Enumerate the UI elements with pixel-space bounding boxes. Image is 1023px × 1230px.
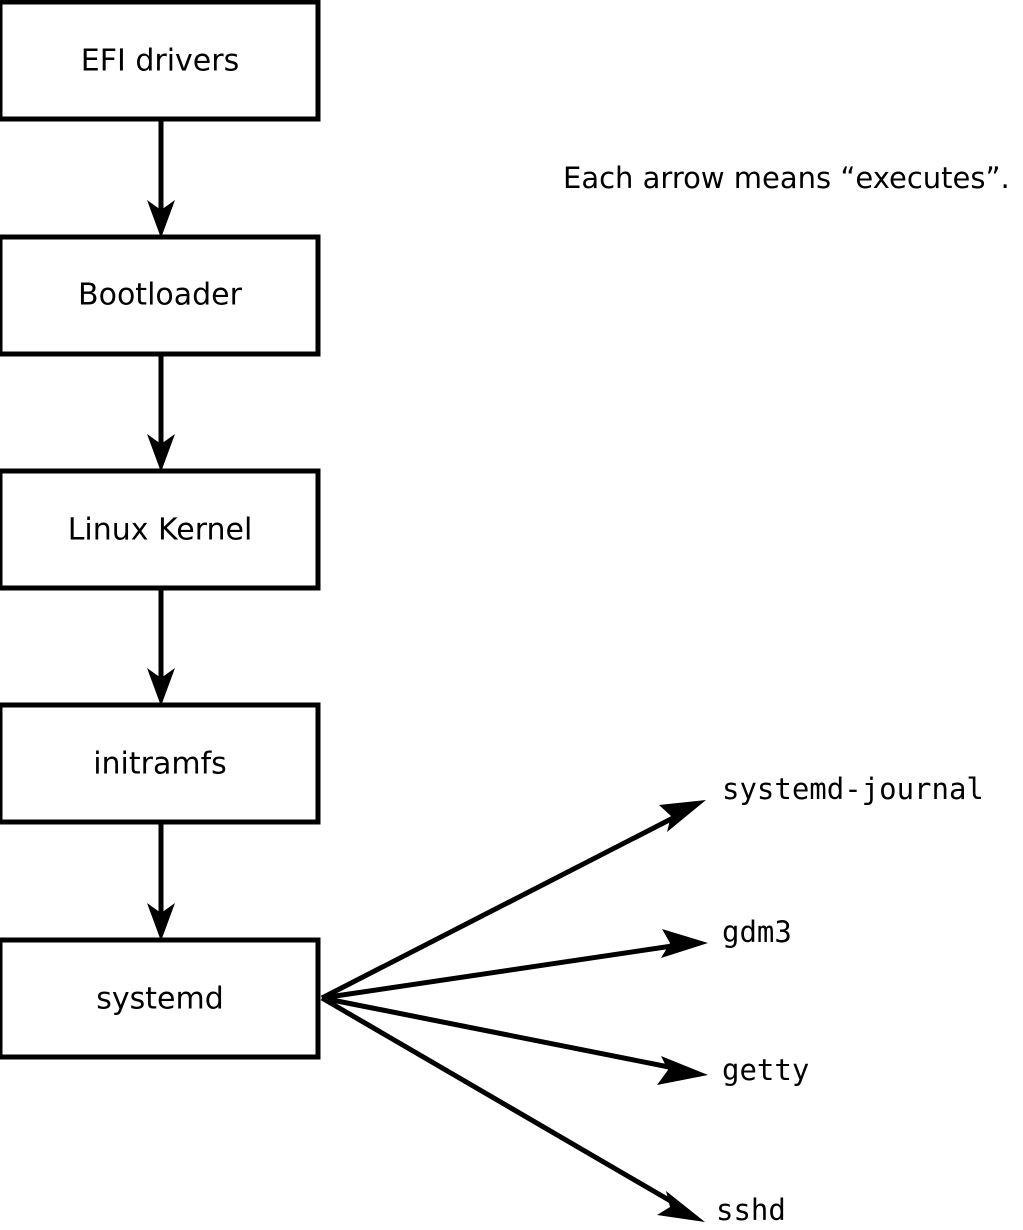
arrow-efi-drivers-to-bootloader [147, 119, 175, 238]
node-box [0, 234, 321, 357]
node-systemd[interactable]: systemd [0, 937, 321, 1060]
diagram-caption: Each arrow means “executes”. [563, 161, 1010, 195]
arrow-systemd-to-getty [321, 995, 708, 1085]
leaf-label-systemd-journal[interactable]: systemd-journal [722, 772, 984, 806]
arrow-initramfs-to-systemd [147, 822, 175, 941]
node-label: Linux Kernel [68, 513, 253, 548]
leaf-label-sshd[interactable]: sshd [716, 1193, 786, 1227]
node-box [0, 702, 321, 825]
node-box [0, 468, 321, 591]
node-label: Bootloader [78, 278, 243, 313]
node-bootloader[interactable]: Bootloader [0, 234, 321, 357]
node-box [0, 0, 321, 122]
node-label: EFI drivers [81, 44, 239, 79]
leaf-label-gdm3[interactable]: gdm3 [722, 915, 792, 949]
node-label: initramfs [93, 747, 227, 782]
node-box [0, 937, 321, 1060]
node-efi-drivers[interactable]: EFI drivers [0, 0, 321, 122]
node-initramfs[interactable]: initramfs [0, 702, 321, 825]
arrow-systemd-to-gdm3 [321, 929, 708, 1001]
node-label: systemd [96, 982, 224, 1017]
arrow-systemd-to-sshd [320, 995, 705, 1222]
arrow-systemd-to-systemd-journal [320, 800, 706, 1001]
arrow-bootloader-to-linux-kernel [147, 354, 175, 472]
leaf-label-getty[interactable]: getty [722, 1053, 809, 1087]
arrow-linux-kernel-to-initramfs [147, 588, 175, 706]
node-linux-kernel[interactable]: Linux Kernel [0, 468, 321, 591]
